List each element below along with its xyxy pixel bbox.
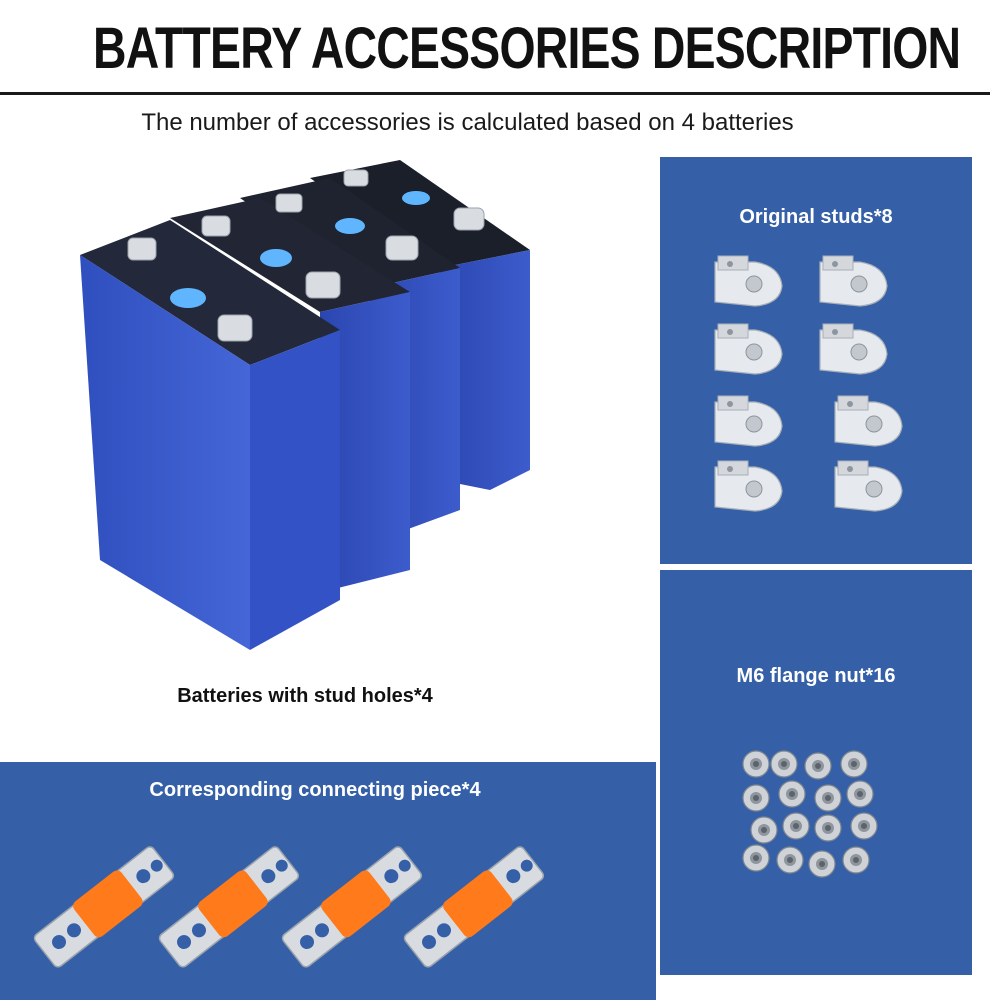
stud-icon bbox=[714, 255, 783, 307]
batteries-label: Batteries with stud holes*4 bbox=[177, 685, 433, 707]
nuts-label: M6 flange nut*16 bbox=[736, 665, 896, 687]
title-divider bbox=[0, 92, 990, 95]
page-subtitle: The number of accessories is calculated … bbox=[141, 109, 794, 136]
connectors-label: Corresponding connecting piece*4 bbox=[149, 779, 481, 801]
connectors-image bbox=[33, 842, 548, 972]
battery-cell-4 bbox=[310, 160, 530, 490]
studs-label: Original studs*8 bbox=[739, 206, 893, 228]
nuts-image bbox=[742, 750, 878, 878]
studs-panel: Original studs*8 bbox=[660, 157, 972, 564]
connectors-panel: Corresponding connecting piece*4 bbox=[0, 762, 656, 1000]
page-title: BATTERY ACCESSORIES DESCRIPTION bbox=[93, 16, 961, 81]
studs-image bbox=[714, 255, 903, 512]
nut-icon bbox=[742, 750, 770, 778]
nuts-panel: M6 flange nut*16 bbox=[660, 570, 972, 975]
battery-pack-image bbox=[80, 160, 530, 650]
connector-icon bbox=[33, 846, 175, 968]
